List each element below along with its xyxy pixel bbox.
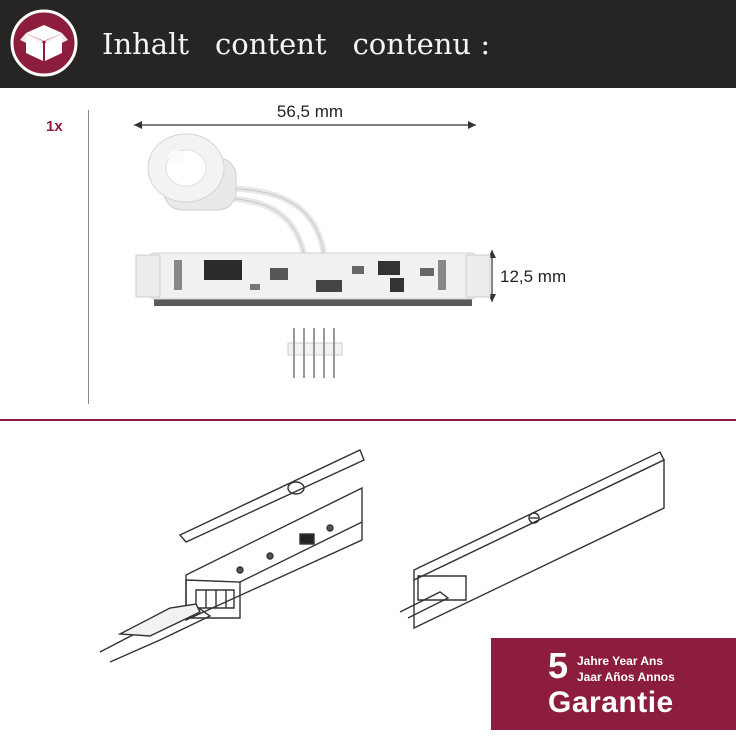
installation-diagram [99,449,665,663]
section-divider [0,419,736,421]
guarantee-number: 5 [548,645,569,686]
width-dimension-arrow [134,121,476,129]
title-word-de: Inhalt [102,27,190,61]
quantity-label: 1x [46,118,63,135]
header-title: Inhalt content contenu : [102,22,490,66]
height-dimension-label: 12,5 mm [500,267,567,286]
guarantee-badge: 5 Jahre Year Ans Jaar Años Annos Garanti… [491,638,736,730]
title-word-fr: contenu : [352,27,491,61]
title-word-en: content [215,27,327,61]
connector-pins [287,328,343,378]
guarantee-years-line1: Jahre Year Ans [577,654,664,668]
pcb-board [135,252,491,306]
guarantee-years-line2: Jaar Años Annos [577,670,675,684]
sensor-product-image [134,121,496,378]
motion-sensor-dome [147,133,237,211]
package-box-icon [10,9,78,77]
open-profile-illustration [99,449,365,663]
guarantee-word: Garantie [548,686,674,719]
closed-profile-illustration [399,451,665,630]
header-bar: Inhalt content contenu : [0,0,736,88]
width-dimension-label: 56,5 mm [276,102,344,121]
vertical-divider [88,110,89,404]
